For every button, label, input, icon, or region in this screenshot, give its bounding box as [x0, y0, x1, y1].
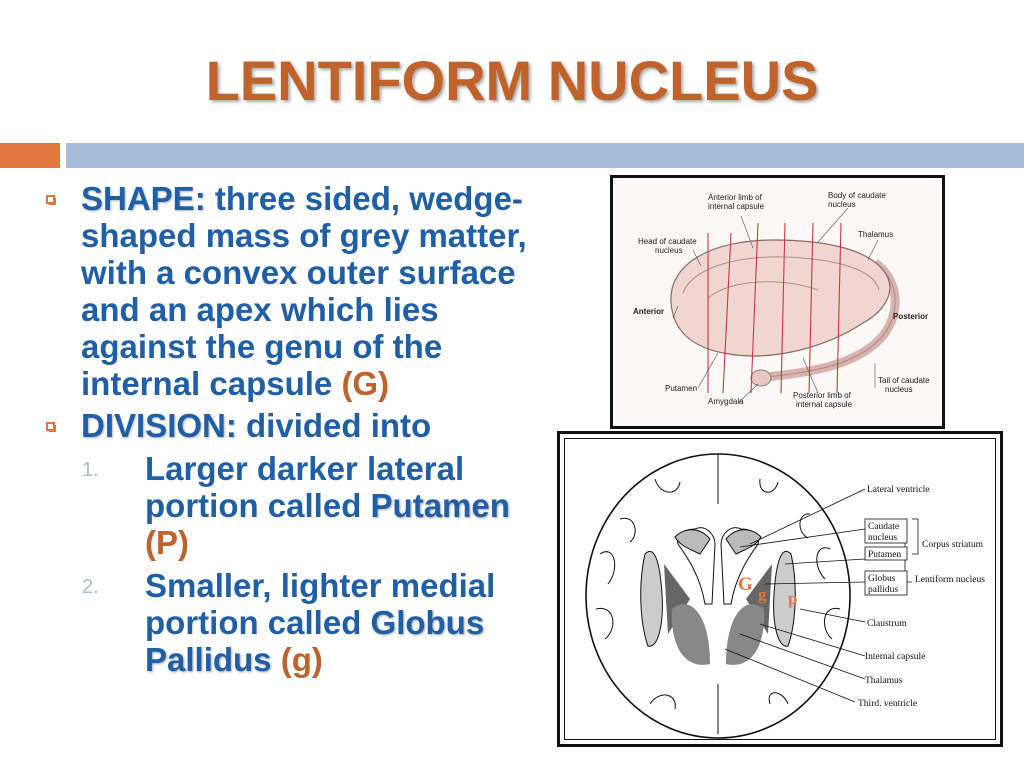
- globus-label-box: [864, 570, 908, 596]
- section-lines: [707, 222, 842, 394]
- label-corpus-striatum: Corpus striatum: [922, 540, 984, 550]
- label-anterior: Anterior: [633, 307, 664, 316]
- corpus-striatum-lateral-figure: Anterior limb of internal capsule Body o…: [610, 175, 945, 429]
- shape-marker: (G): [341, 365, 390, 402]
- gyri-lines: [595, 454, 841, 734]
- shape-text: three sided, wedge-shaped mass of grey m…: [81, 180, 527, 402]
- list-number: 2.: [82, 576, 99, 598]
- division-item-putamen: 1. Larger darker lateral portion called …: [40, 450, 560, 561]
- item-term: Putamen: [370, 487, 510, 524]
- caudate-label-box: [864, 518, 908, 544]
- label-caudate-1: Caudate: [868, 522, 899, 532]
- left-thalamus-shape: [671, 604, 710, 665]
- bullet-division: DIVISION: divided into: [40, 407, 560, 444]
- label-posterior-limb-2: internal capsule: [796, 400, 853, 409]
- shape-label: SHAPE:: [81, 180, 206, 217]
- label-claustrum: Claustrum: [867, 619, 907, 629]
- division-item-globus: 2. Smaller, lighter medial portion calle…: [40, 567, 560, 678]
- figure-frame: [564, 438, 996, 740]
- lateral-view-illustration: Anterior limb of internal capsule Body o…: [633, 191, 930, 409]
- bullet-shape: SHAPE: three sided, wedge-shaped mass of…: [40, 180, 560, 402]
- putamen-label-box: [864, 546, 908, 561]
- putamen-contour: [707, 281, 819, 299]
- marker-p: p: [788, 589, 797, 608]
- item-text: Smaller, lighter medial portion called: [145, 567, 496, 641]
- label-body-caudate-1: Body of caudate: [828, 191, 886, 200]
- caudate-tail-outline: [757, 262, 896, 379]
- right-putamen-shape: [773, 551, 796, 647]
- division-label: DIVISION:: [81, 407, 237, 444]
- label-globus-1: Globus: [868, 574, 896, 584]
- label-posterior-limb-1: Posterior limb of: [793, 391, 852, 400]
- slide-body: SHAPE: three sided, wedge-shaped mass of…: [40, 180, 560, 678]
- right-globus-shape: [746, 564, 772, 634]
- label-lentiform: Lentiform nucleus: [915, 574, 985, 585]
- label-thalamus: Thalamus: [865, 676, 903, 686]
- square-bullet-icon: [46, 195, 56, 205]
- label-putamen: Putamen: [665, 384, 697, 393]
- marker-g: g: [758, 585, 767, 604]
- label-amygdala: Amygdala: [708, 397, 744, 406]
- label-anterior-limb-1: Anterior limb of: [708, 193, 763, 202]
- marker-G: G: [738, 574, 753, 595]
- label-thalamus: Thalamus: [858, 230, 893, 239]
- item-term: Globus Pallidus: [145, 604, 485, 678]
- lentiform-body-shape: [670, 239, 891, 357]
- label-lateral-ventricle: Lateral ventricle: [867, 485, 930, 495]
- item-marker: (P): [145, 524, 189, 561]
- slide-title: LENTIFORM NUCLEUS: [205, 49, 819, 112]
- caudate-contour: [682, 256, 880, 294]
- item-text: Larger darker lateral portion called: [145, 450, 465, 524]
- label-body-caudate-2: nucleus: [828, 200, 856, 209]
- label-internal-capsule: Internal capsule: [865, 652, 925, 662]
- brain-section-illustration: Lateral ventricle Caudate nucleus Corpus…: [585, 453, 985, 739]
- left-globus-shape: [664, 564, 690, 634]
- amygdala-shape: [750, 369, 772, 387]
- label-tail-caudate-2: nucleus: [885, 385, 913, 394]
- label-anterior-limb-2: internal capsule: [708, 202, 765, 211]
- item-marker: (g): [280, 641, 323, 678]
- label-tail-caudate-1: Tail of caudate: [878, 376, 930, 385]
- division-text: divided into: [236, 407, 432, 444]
- label-head-caudate-2: nucleus: [655, 246, 683, 255]
- horizontal-section-figure: Lateral ventricle Caudate nucleus Corpus…: [557, 431, 1003, 747]
- leader-lines: [672, 207, 879, 404]
- label-putamen: Putamen: [868, 550, 901, 560]
- right-caudate-shape: [725, 529, 762, 555]
- right-thalamus-shape: [726, 604, 765, 665]
- label-posterior: Posterior: [893, 312, 928, 321]
- list-number: 1.: [82, 459, 99, 481]
- accent-bar-blue: [66, 143, 1024, 168]
- label-globus-2: pallidus: [868, 585, 898, 595]
- label-third-ventricle: Third. ventricle: [858, 699, 917, 709]
- label-head-caudate-1: Head of caudate: [638, 237, 697, 246]
- left-putamen-shape: [640, 551, 663, 647]
- square-bullet-icon: [46, 422, 56, 432]
- accent-bar-orange: [0, 143, 60, 168]
- left-caudate-shape: [674, 529, 711, 555]
- label-caudate-2: nucleus: [868, 533, 897, 543]
- bottom-leader-lines: [724, 488, 919, 703]
